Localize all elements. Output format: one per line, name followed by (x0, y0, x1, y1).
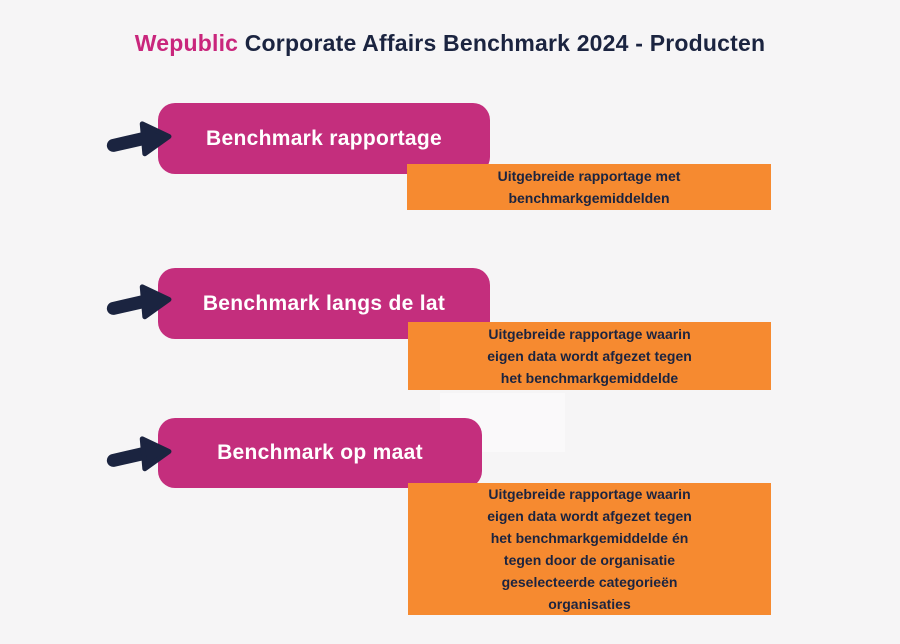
page-title: Wepublic Corporate Affairs Benchmark 202… (0, 30, 900, 57)
benchmark-label-card: Benchmark langs de lat (158, 268, 490, 339)
benchmark-label-card: Benchmark rapportage (158, 103, 490, 174)
benchmark-label: Benchmark rapportage (206, 126, 442, 150)
right-arrow-icon (106, 121, 172, 157)
title-rest: Corporate Affairs Benchmark 2024 - Produ… (238, 30, 766, 56)
benchmark-label-card: Benchmark op maat (158, 418, 482, 488)
brand-name: Wepublic (134, 30, 239, 56)
right-arrow-icon (106, 284, 172, 320)
right-arrow-icon (106, 436, 172, 472)
benchmark-label: Benchmark op maat (217, 441, 423, 464)
benchmark-label: Benchmark langs de lat (202, 291, 446, 315)
